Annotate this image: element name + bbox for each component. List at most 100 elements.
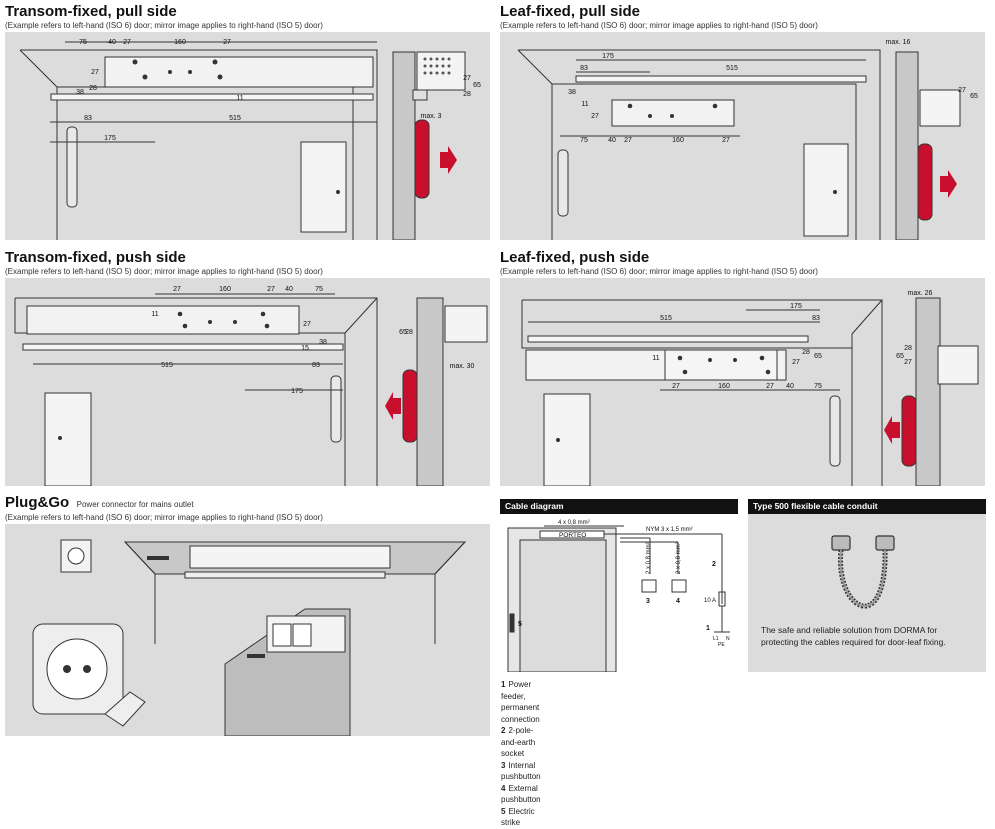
dim-label: max. 16 (886, 39, 911, 46)
dim-label: 27 (123, 39, 131, 46)
dim-label: 27 (672, 383, 680, 390)
item-number: 5 (518, 621, 522, 628)
dim-label: 40 (285, 286, 293, 293)
wire-label: NYM 3 x 1,5 mm² (646, 527, 693, 533)
section-subtitle: Power connector for mains outlet (76, 500, 194, 509)
dim-label: max. 30 (450, 363, 475, 370)
unit-label: PORTEO (559, 532, 586, 539)
side-view (392, 51, 466, 240)
dim-label: 38 (76, 89, 84, 96)
fuse-label: 10 A (704, 598, 716, 604)
conduit-box: The safe and reliable solution from DORM… (748, 514, 986, 672)
dim-label: 75 (79, 39, 87, 46)
section-title: Plug&Go (5, 494, 70, 511)
dim-label: 515 (660, 315, 672, 322)
transom-push-diagram: 27 160 27 40 75 11 27 15 38 515 83 175 6… (5, 278, 490, 486)
section-note: (Example refers to left-hand (ISO 6) doo… (500, 267, 818, 276)
dim-label: 175 (602, 53, 614, 60)
dim-label: 175 (104, 135, 116, 142)
dim-label: 11 (581, 101, 588, 108)
dim-label: max. 3 (420, 113, 441, 120)
wire-label: 4 x 0,8 mm² (558, 520, 590, 526)
dim-label: 27 (904, 359, 912, 366)
leaf-push-diagram: 175 515 83 11 27 28 65 27 160 27 40 75 m… (500, 278, 985, 486)
plug-go-heading: Plug&Go Power connector for mains outlet (5, 494, 194, 512)
dim-label: 160 (219, 286, 231, 293)
cable-diagram: 4 x 0,8 mm² NYM 3 x 1,5 mm² PORTEO 2 x 0… (500, 514, 738, 672)
section-title: Transom-fixed, push side (5, 249, 186, 266)
dim-label: 160 (174, 39, 186, 46)
dim-label: 27 (303, 321, 311, 328)
dim-label: 27 (91, 69, 99, 76)
dim-label: 28 (89, 85, 97, 92)
section-note: (Example refers to left-hand (ISO 5) doo… (5, 267, 323, 276)
leaf-pull-diagram: 175 83 515 38 11 27 75 40 27 160 27 max.… (500, 32, 985, 240)
dim-label: 83 (84, 115, 92, 122)
dim-label: 40 (786, 383, 794, 390)
dim-label: 27 (792, 359, 800, 366)
item-number: 2 (712, 561, 716, 568)
dim-label: 28 (405, 329, 413, 336)
dim-label: 27 (267, 286, 275, 293)
section-note: (Example refers to left-hand (ISO 6) doo… (500, 21, 818, 30)
item-number: 1 (706, 625, 710, 632)
dim-label: 75 (315, 286, 323, 293)
dim-label: 38 (568, 89, 576, 96)
dim-label: 28 (463, 91, 471, 98)
cable-conduit-illustration (831, 535, 895, 609)
dim-label: 27 (722, 137, 730, 144)
wire-label: 2 x 0,8 mm² (676, 542, 682, 574)
dim-label: 65 (896, 353, 904, 360)
dim-label: 160 (718, 383, 730, 390)
dim-label: 11 (652, 355, 659, 362)
front-view (19, 41, 378, 240)
dim-label: 40 (108, 39, 116, 46)
dim-label: 515 (726, 65, 738, 72)
dim-label: max. 26 (908, 290, 933, 297)
dim-label: 515 (229, 115, 241, 122)
dim-label: 27 (766, 383, 774, 390)
dim-label: 38 (319, 339, 327, 346)
transom-pull-diagram: 75 40 27 160 27 27 28 38 11 83 515 175 (5, 32, 490, 240)
conduit-description: The safe and reliable solution from DORM… (761, 625, 946, 647)
section-note: (Example refers to left-hand (ISO 6) doo… (5, 21, 323, 30)
dim-label: 83 (312, 362, 320, 369)
dim-label: 515 (161, 362, 173, 369)
section-title: Transom-fixed, pull side (5, 3, 177, 20)
terminal-label: PE (718, 642, 725, 648)
dim-label: 15 (301, 345, 309, 352)
dim-label: 27 (624, 137, 632, 144)
dim-label: 28 (904, 345, 912, 352)
dim-label: 27 (591, 113, 599, 120)
item-number: 3 (646, 598, 650, 605)
dim-label: 65 (970, 93, 978, 100)
dim-label: 28 (802, 349, 810, 356)
dim-label: 27 (958, 87, 966, 94)
plug-go-diagram (5, 524, 490, 736)
dim-label: 75 (814, 383, 822, 390)
dim-label: 83 (580, 65, 588, 72)
dim-label: 11 (151, 311, 158, 318)
dim-label: 160 (672, 137, 684, 144)
dim-label: 65 (399, 329, 407, 336)
item-number: 4 (676, 598, 680, 605)
dim-label: 175 (291, 388, 303, 395)
dim-label: 65 (473, 82, 481, 89)
section-title: Leaf-fixed, pull side (500, 3, 641, 20)
terminal-label: N (726, 636, 730, 642)
cable-diagram-header: Cable diagram (500, 499, 738, 514)
dim-label: 75 (580, 137, 588, 144)
section-title: Leaf-fixed, push side (500, 249, 650, 266)
terminal-label: L1 (713, 636, 719, 642)
dim-label: 27 (223, 39, 231, 46)
dim-label: 83 (812, 315, 820, 322)
wire-label: 2 x 0,8 mm² (646, 542, 652, 574)
dim-label: 40 (608, 137, 616, 144)
conduit-header: Type 500 flexible cable conduit (748, 499, 986, 514)
